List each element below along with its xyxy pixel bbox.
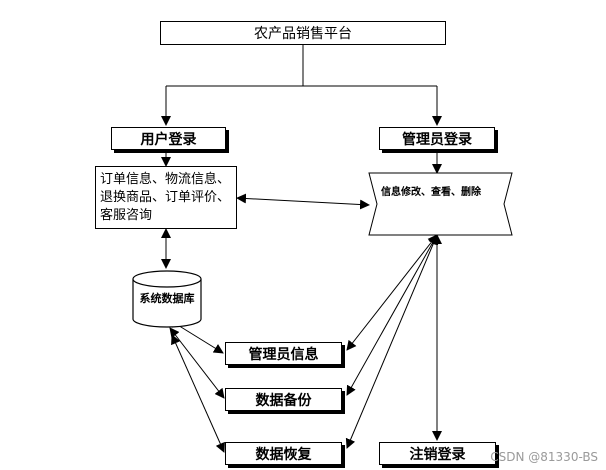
- platform-title-box: 农产品销售平台: [160, 21, 446, 45]
- arrow-db-to-backup: [169, 327, 225, 399]
- admin-login-label: 管理员登录: [402, 131, 472, 148]
- arrow-user-admin-bidirectional: [236, 193, 370, 210]
- user-login-label: 用户登录: [140, 131, 197, 148]
- arrow-admin-to-backup: [346, 234, 438, 396]
- watermark: CSDN @81330-BS: [490, 450, 598, 464]
- user-functions-box: 订单信息、物流信息、退换商品、订单评价、客服咨询: [95, 166, 237, 229]
- admin-functions-text: 信息修改、查看、删除: [381, 187, 481, 198]
- database-cylinder: [132, 270, 202, 328]
- user-functions-text: 订单信息、物流信息、退换商品、订单评价、客服咨询: [100, 171, 231, 223]
- arrow-db-to-restore: [171, 334, 225, 453]
- database-label: 系统数据库: [139, 292, 195, 305]
- data-restore-label: 数据恢复: [255, 446, 312, 463]
- arrow-admin-to-restore: [345, 234, 439, 449]
- platform-title: 农产品销售平台: [254, 26, 352, 42]
- admin-functions-shape: [368, 172, 513, 236]
- user-login-box: 用户登录: [111, 127, 226, 150]
- logout-box: 注销登录: [379, 442, 496, 465]
- admin-info-label: 管理员信息: [248, 346, 319, 363]
- data-backup-box: 数据备份: [225, 388, 342, 411]
- logout-label: 注销登录: [409, 446, 466, 463]
- data-restore-box: 数据恢复: [225, 442, 342, 465]
- data-backup-label: 数据备份: [255, 392, 312, 409]
- arrow-admin-to-admin-info: [346, 234, 438, 351]
- admin-login-box: 管理员登录: [379, 127, 495, 150]
- admin-info-box: 管理员信息: [225, 342, 342, 365]
